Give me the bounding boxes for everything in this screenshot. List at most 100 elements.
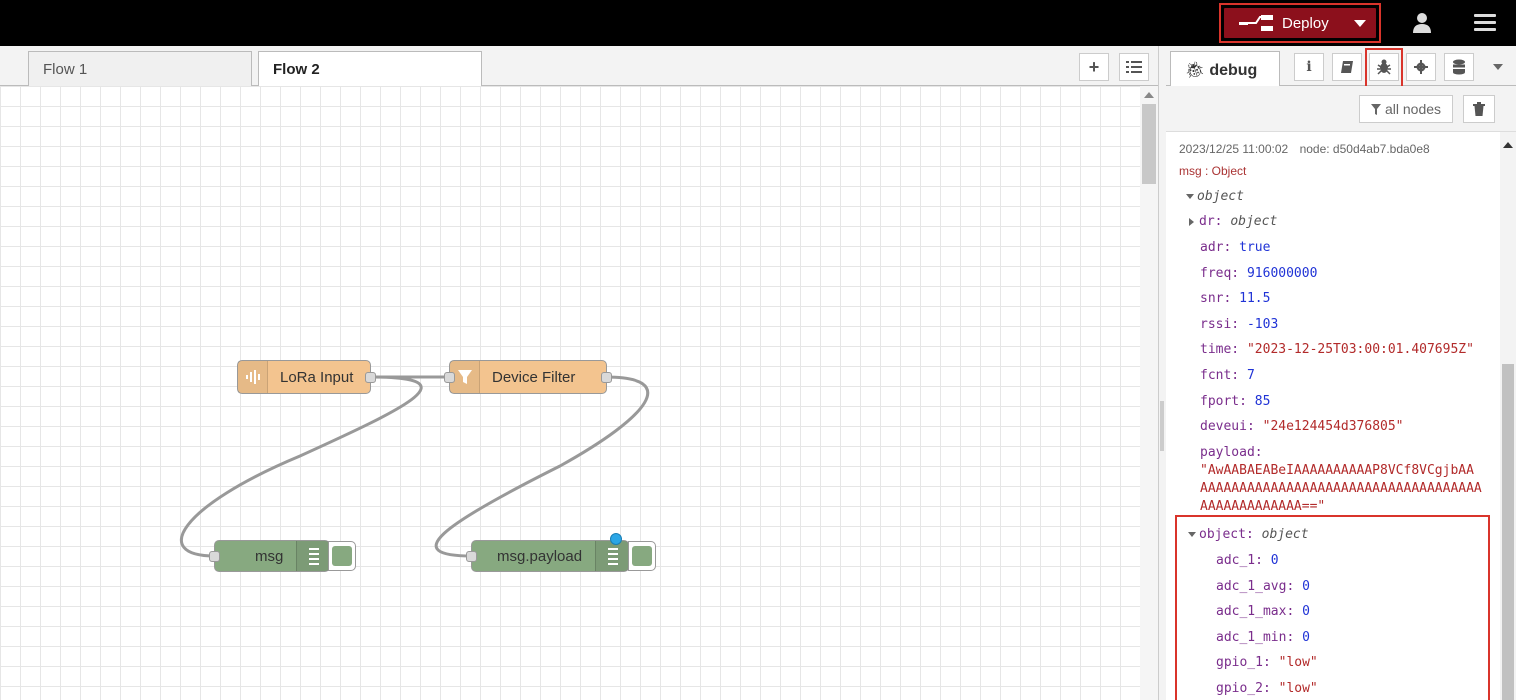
workspace-tab-bar: Flow 1 Flow 2 + [0,46,1160,87]
output-port[interactable] [601,372,612,383]
sidebar-scrollbar[interactable] [1500,132,1516,700]
tab-flow-1[interactable]: Flow 1 [28,51,252,87]
debug-toggle-button[interactable] [628,541,656,571]
field-row[interactable]: rssi: -103 [1200,317,1278,332]
field-key: adc_1_min: [1216,629,1295,645]
filter-icon [1370,103,1381,115]
header-bar: Deploy [0,0,1516,46]
tab-flow-2[interactable]: Flow 2 [258,51,482,87]
message-node-id[interactable]: node: d50d4ab7.bda0e8 [1299,142,1430,156]
deploy-icon [1239,15,1273,31]
field-row[interactable]: deveui: "24e124454d376805" [1200,419,1404,434]
debug-button[interactable] [1369,53,1399,81]
scroll-up-icon[interactable] [1144,92,1154,98]
deploy-highlight-box: Deploy [1219,3,1381,43]
field-key: adc_1_avg: [1216,578,1295,594]
book-icon [1341,61,1353,73]
drag-handle[interactable] [1160,401,1164,451]
wire-lora-to-msg [180,375,423,558]
help-button[interactable] [1332,53,1362,81]
field-row[interactable]: adc_1_min: 0 [1216,630,1310,645]
hamburger-menu-icon[interactable] [1474,14,1496,32]
field-value: -103 [1246,316,1279,332]
sidebar-splitter[interactable] [1158,46,1166,700]
field-key: dr: [1199,214,1223,229]
field-row[interactable]: gpio_2: "low" [1216,681,1318,696]
field-row[interactable]: gpio_1: "low" [1216,655,1318,670]
database-icon [1453,59,1465,75]
deploy-button[interactable]: Deploy [1224,8,1376,38]
message-topic: msg : Object [1179,164,1247,178]
trash-icon [1473,102,1485,116]
gear-icon [1414,60,1428,74]
output-port[interactable] [365,372,376,383]
field-row[interactable]: adc_1: 0 [1216,553,1279,568]
debug-message-list[interactable]: 2023/12/25 11:00:02 node: d50d4ab7.bda0e… [1166,132,1500,700]
filter-label: all nodes [1384,101,1442,117]
field-value: 7 [1246,368,1255,383]
list-icon [595,541,629,571]
filter-icon [450,361,480,393]
field-key: adc_1: [1216,553,1263,568]
message-timestamp: 2023/12/25 11:00:02 [1179,142,1289,156]
field-key: deveui: [1200,419,1255,435]
field-type: object [1230,214,1278,229]
message-meta: 2023/12/25 11:00:02 node: d50d4ab7.bda0e… [1179,142,1438,156]
tab-debug-label: debug [1209,62,1258,79]
field-key: gpio_1: [1216,655,1271,670]
field-value: 0 [1270,553,1279,568]
sidebar-tab-bar: 🐞︎debug i [1166,46,1516,88]
context-button[interactable] [1444,53,1474,81]
user-icon[interactable] [1411,12,1433,34]
field-key: fport: [1200,393,1247,409]
field-value: "2023-12-25T03:00:01.407695Z" [1246,342,1474,358]
tab-debug[interactable]: 🐞︎debug [1170,51,1280,87]
field-row[interactable]: adc_1_avg: 0 [1216,579,1310,594]
debug-toggle-button[interactable] [328,541,356,571]
node-debug-msg[interactable]: msg [209,540,330,572]
input-port[interactable] [209,551,220,562]
field-row[interactable]: adc_1_max: 0 [1216,604,1310,619]
config-button[interactable] [1406,53,1436,81]
bug-icon [1377,59,1391,75]
input-port[interactable] [466,551,477,562]
field-value: 0 [1302,578,1310,594]
add-flow-button[interactable]: + [1079,53,1109,81]
field-row[interactable]: snr: 11.5 [1200,291,1270,306]
chevron-down-icon[interactable] [1493,64,1503,70]
node-device-filter[interactable]: Device Filter [444,360,612,394]
field-value: true [1239,240,1271,255]
object-root-toggle[interactable]: object [1186,189,1244,204]
scroll-up-icon[interactable] [1503,142,1513,148]
wires-layer [180,375,650,558]
field-value: "24e124454d376805" [1262,419,1404,435]
flow-canvas[interactable]: LoRa Input Device Filter msg msg.payload [0,86,1140,700]
field-row[interactable]: time: "2023-12-25T03:00:01.407695Z" [1200,342,1474,357]
filter-all-nodes-button[interactable]: all nodes [1359,95,1453,123]
changed-indicator [610,533,622,545]
field-key: gpio_2: [1216,680,1271,696]
dr-toggle[interactable]: dr: object [1189,214,1277,229]
chevron-down-icon[interactable] [1354,19,1366,27]
clear-messages-button[interactable] [1463,95,1495,123]
field-row[interactable]: fcnt: 7 [1200,368,1255,383]
flow-list-button[interactable] [1119,53,1149,81]
node-lora-input[interactable]: LoRa Input [237,360,376,394]
field-row[interactable]: freq: 916000000 [1200,266,1317,281]
node-debug-payload[interactable]: msg.payload [466,533,629,572]
object-highlight-box [1175,515,1490,700]
scrollbar-thumb[interactable] [1502,364,1514,700]
field-key: adc_1_max: [1216,604,1295,619]
list-icon [296,541,330,571]
field-row[interactable]: adr: true [1200,240,1270,255]
info-button[interactable]: i [1294,53,1324,81]
node-label: LoRa Input [280,368,354,386]
input-port[interactable] [444,372,455,383]
node-label: msg [255,548,284,565]
canvas-scrollbar[interactable] [1140,86,1158,700]
field-row[interactable]: fport: 85 [1200,394,1270,409]
scrollbar-thumb[interactable] [1142,104,1156,184]
field-value: 0 [1302,629,1310,645]
field-key: payload: [1200,445,1263,460]
object-toggle[interactable]: object: object [1188,527,1309,542]
